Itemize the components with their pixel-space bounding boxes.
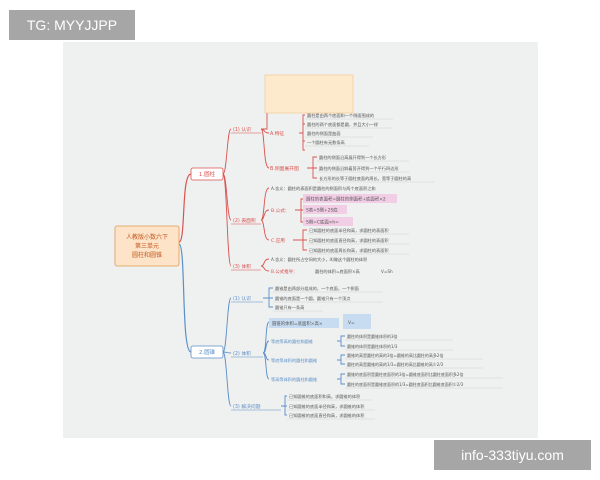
center-line-3: 圆柱和圆锥 [132, 251, 162, 259]
highlight-box [343, 314, 371, 329]
cone-recognize-label: (1) 认识 [233, 295, 251, 302]
unfold-item: 长方形的长等于圆柱底面的周长，宽等于圆柱的高 [319, 175, 411, 182]
watermark: info-333tiyu.com [434, 440, 591, 470]
cone-group-item: 圆锥的体积是圆柱体积的1/3 [347, 343, 398, 349]
highlight-box [303, 217, 353, 226]
cone-solve-item: 已知圆锥的底面直径和高，求圆锥的体积 [289, 412, 364, 419]
surface-label: (2) 表面积 [233, 217, 256, 224]
volume-label: (3) 体积 [233, 263, 251, 270]
feature-item: 圆柱的两个底面都是圆，并且大小一样 [307, 121, 378, 128]
feature-item: 圆柱的侧面是曲面 [307, 130, 341, 137]
highlight-box [303, 194, 397, 203]
cone-solve-label: (3) 解决问题 [233, 403, 261, 410]
surface-formula-item: S侧=C底面×h= [306, 219, 339, 226]
unfold-item: 圆柱的侧面沿斜着剪开得到一个平行四边形 [319, 165, 399, 172]
features-label: A.特征 [270, 130, 285, 137]
cylinder-recognize-label: (1) 认识 [233, 126, 251, 133]
unfold-label: B.侧面展开图 [270, 165, 299, 172]
highlight-box [303, 205, 347, 214]
cone-group-item: 圆锥的高是圆柱的高的3倍=圆锥的高比圆柱的高多2倍 [347, 352, 443, 358]
connector-cone [178, 243, 192, 353]
volume-formula-label: B.公式推导： [271, 268, 297, 275]
highlight-box [269, 318, 339, 328]
unfold-item: 圆柱的侧面沿高展开得到一个长方形 [319, 154, 387, 161]
cone-label: 2.圆锥 [199, 348, 216, 356]
mindmap-svg: 人教版小数六下 第三单元 圆柱和圆锥 1.圆柱 (1) 认识 A.特征 圆柱是由… [114, 74, 503, 420]
cone-recognize-item: 圆锥只有一条高 [275, 304, 304, 311]
main-connectors [178, 173, 192, 353]
cone-group-item: 圆柱的底面积是圆锥底面积的1/3=圆柱底面积比圆锥底面积少2/3 [347, 381, 464, 387]
cone-group-label: 等底等高的圆柱和圆锥 [271, 338, 313, 345]
surface-application-label: C.应用 [271, 237, 285, 244]
cone-volume-formula: 圆锥的体积=底面积×高× [272, 320, 323, 327]
cone-recognize-item: 圆锥是由两部分组成的，一个底面，一个侧面 [275, 285, 359, 292]
cone-volume-formula-short: V= [348, 320, 355, 326]
feature-item: 一个圆柱有无数条高 [307, 139, 345, 146]
note-box [264, 74, 354, 114]
cylinder-label: 1.圆柱 [199, 170, 216, 178]
leaf-underlines [273, 118, 503, 420]
cylinder-branch: 1.圆柱 (1) 认识 A.特征 圆柱是由两个底面和一个侧面围成的 圆柱的两个底… [190, 74, 411, 275]
cone-group-label: 等底等体积的圆柱和圆锥 [271, 357, 317, 364]
cone-group-item: 圆柱的体积是圆锥体积的3倍 [347, 333, 398, 339]
cone-branch: 2.圆锥 (1) 认识 圆锥是由两部分组成的，一个底面，一个侧面 圆锥的底面是一… [190, 285, 464, 419]
mindmap-canvas: 人教版小数六下 第三单元 圆柱和圆锥 1.圆柱 (1) 认识 A.特征 圆柱是由… [63, 42, 538, 438]
cone-solve-item: 已知圆锥的底面积和高，求圆锥的体积 [289, 393, 360, 400]
cone-solve-item: 已知圆锥的底面半径和高，求圆锥的体积 [289, 403, 364, 410]
cone-group-item: 圆锥的底面积是圆柱底面积的3倍=圆锥底面积比圆柱底面积多2倍 [347, 371, 463, 377]
center-line-2: 第三单元 [135, 242, 159, 250]
connector-cylinder [178, 173, 192, 243]
cylinder-connectors [222, 82, 317, 272]
volume-formula: 圆柱的体积=底面积×高 [315, 268, 360, 275]
surface-meaning: A.含义：圆柱的表面积是圆柱的侧面积与两个底面积之和 [271, 185, 376, 192]
application-item: 已知圆柱的底面周长和高，求圆柱的表面积 [309, 247, 389, 254]
application-item: 已知圆柱的底面半径和高，求圆柱的表面积 [309, 227, 389, 234]
surface-formula-item: 圆柱的表面积=圆柱的侧面积+底面积×2 [306, 196, 386, 203]
center-node: 人教版小数六下 第三单元 圆柱和圆锥 [114, 225, 180, 267]
cone-group-item: 圆柱的高是圆锥的高的1/3=圆柱的高比圆锥的高少2/3 [347, 361, 444, 367]
center-line-1: 人教版小数六下 [126, 233, 168, 241]
surface-formula-item: S表=S侧+2S底 [306, 207, 338, 214]
cone-volume-label: (2) 体积 [233, 350, 251, 357]
cone-recognize-item: 圆锥的底面是一个圆，圆锥只有一个顶点 [275, 295, 350, 302]
volume-formula-short: V=Sh [381, 269, 393, 274]
surface-formula-label: B.公式： [271, 207, 289, 214]
application-item: 已知圆柱的底面直径和高，求圆柱的表面积 [309, 237, 389, 244]
volume-meaning: A.含义：圆柱所占空间的大小，叫做这个圆柱的体积 [271, 256, 367, 263]
feature-item: 圆柱是由两个底面和一个侧面围成的 [307, 112, 374, 119]
header-tag: TG: MYYJJPP [9, 10, 135, 40]
cone-group-label: 等高等体积的圆柱和圆锥 [271, 376, 317, 383]
cone-connectors [222, 287, 345, 416]
